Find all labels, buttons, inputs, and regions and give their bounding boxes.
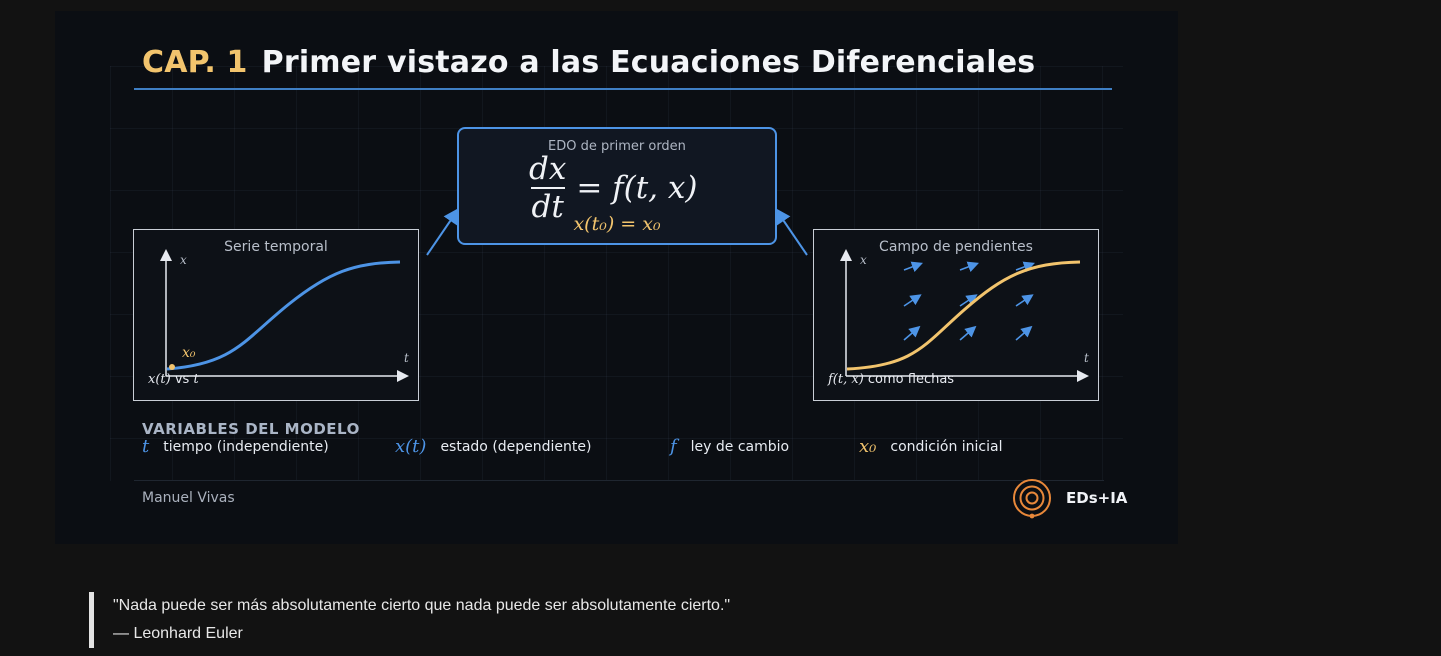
- connector-arrows: [426, 207, 808, 256]
- brand-name: EDs+IA: [1066, 489, 1128, 507]
- connector-left: [426, 207, 460, 256]
- title-underline: [134, 88, 1112, 90]
- initial-point: [169, 364, 175, 370]
- numerator: dx: [529, 151, 567, 187]
- ode-equation: dx dt = f(t, x): [529, 151, 697, 225]
- variable-symbol: f: [670, 436, 677, 457]
- panel-title-slope-field: Campo de pendientes: [879, 239, 1033, 255]
- slope-field-plot: x t: [840, 249, 1089, 382]
- connector-right: [774, 207, 808, 256]
- title-text: Primer vistazo a las Ecuaciones Diferenc…: [261, 45, 1036, 80]
- slope-arrow: [903, 261, 923, 273]
- time-series-panel: Serie temporal x t x₀ x(t) vs t: [133, 229, 419, 401]
- chapter-label: CAP. 1: [142, 45, 248, 80]
- variable-symbol: x₀: [859, 436, 877, 457]
- slope-arrow: [959, 325, 977, 341]
- y-axis-label: x: [860, 253, 867, 267]
- variable-description: condición inicial: [890, 438, 1003, 455]
- initial-point-label: x₀: [182, 345, 196, 361]
- slope-arrows: [903, 261, 1035, 341]
- equation-rhs: = f(t, x): [576, 170, 698, 206]
- solution-curve: [846, 260, 1081, 371]
- solution-curve: [166, 260, 401, 371]
- variable-item-x: x(t) estado (dependiente): [395, 436, 591, 457]
- denominator: dt: [531, 189, 564, 225]
- quote-author: — Leonhard Euler: [113, 625, 243, 642]
- variable-description: tiempo (independiente): [163, 438, 329, 455]
- equation-box: EDO de primer orden dx dt = f(t, x) x(t₀…: [457, 127, 777, 245]
- y-axis-label: x: [180, 253, 187, 267]
- slope-arrow: [1015, 261, 1035, 273]
- variable-item-x0: x₀ condición inicial: [859, 436, 1002, 457]
- slope-field-panel: Campo de pendientes: [813, 229, 1099, 401]
- panel-caption-slope-field: f(t, x) como flechas: [828, 372, 955, 387]
- equation-caption: EDO de primer orden: [548, 139, 686, 154]
- panel-title-time-series: Serie temporal: [224, 239, 328, 255]
- slope-arrow: [959, 294, 978, 307]
- slope-arrow: [959, 261, 979, 273]
- slope-arrow: [1015, 294, 1034, 307]
- derivative-fraction: dx dt: [529, 151, 566, 225]
- variable-item-f: f ley de cambio: [670, 436, 789, 457]
- slide-title: CAP. 1 Primer vistazo a las Ecuaciones Di…: [142, 45, 1035, 80]
- panel-caption-time-series: x(t) vs t: [148, 372, 199, 387]
- author-name: Manuel Vivas: [142, 490, 235, 506]
- variable-item-t: t tiempo (independiente): [142, 436, 329, 457]
- x-axis-label: t: [1084, 351, 1089, 365]
- variable-symbol: x(t): [395, 436, 427, 457]
- quote-text: "Nada puede ser más absolutamente cierto…: [113, 597, 731, 614]
- x-axis-label: t: [404, 351, 409, 365]
- quote-bar: [89, 592, 94, 648]
- variable-description: estado (dependiente): [440, 438, 592, 455]
- time-series-plot: x t x₀: [160, 249, 409, 382]
- slope-arrow: [903, 325, 921, 341]
- variable-symbol: t: [142, 436, 150, 457]
- variable-description: ley de cambio: [690, 438, 790, 455]
- slope-arrow: [903, 294, 922, 307]
- initial-condition: x(t₀) = x₀: [573, 213, 661, 235]
- footer-divider: [134, 480, 1104, 481]
- brand-logo-icon: [1013, 479, 1051, 519]
- fraction-bar: [530, 187, 565, 189]
- slope-arrow: [1015, 325, 1033, 341]
- variables-heading: VARIABLES DEL MODELO: [142, 420, 360, 438]
- slide: CAP. 1 Primer vistazo a las Ecuaciones Di…: [55, 11, 1178, 544]
